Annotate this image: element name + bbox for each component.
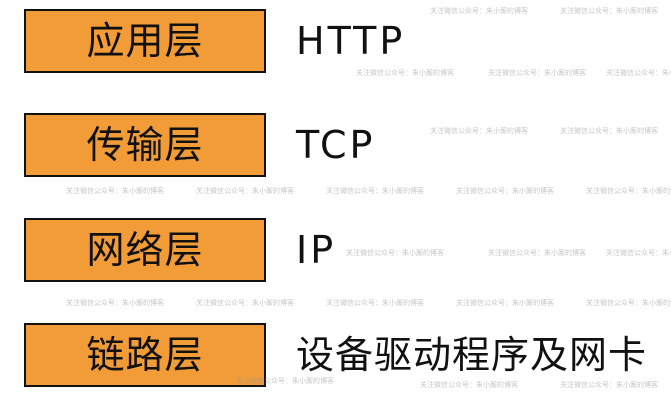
layer-name-application: 应用层 — [86, 19, 204, 63]
watermark-text: 关注微信公众号：朱小厮的博客 — [456, 299, 554, 307]
watermark-text: 关注微信公众号：朱小厮的博客 — [196, 187, 294, 195]
layer-name-network: 网络层 — [86, 228, 204, 272]
layer-box-application: 应用层 — [24, 9, 266, 73]
watermark-text: 关注微信公众号：朱小厮的博客 — [66, 187, 164, 195]
layer-box-transport: 传输层 — [24, 113, 266, 177]
watermark-text: 关注微信公众号：朱小厮的博客 — [196, 299, 294, 307]
watermark-text: 关注微信公众号：朱小厮的博客 — [586, 299, 671, 307]
watermark-text: 关注微信公众号：朱小厮的博客 — [66, 299, 164, 307]
watermark-text: 关注微信公众号：朱小厮的博客 — [456, 187, 554, 195]
watermark-text: 关注微信公众号：朱小厮的博客 — [326, 187, 424, 195]
layer-row-transport: 传输层 TCP — [0, 113, 671, 183]
layer-row-application: 应用层 HTTP — [0, 9, 671, 79]
protocol-application: HTTP — [296, 19, 406, 63]
protocol-network: IP — [296, 228, 337, 272]
watermark-text: 关注微信公众号：朱小厮的博客 — [326, 299, 424, 307]
layer-box-network: 网络层 — [24, 218, 266, 282]
layer-name-link: 链路层 — [86, 333, 204, 377]
layer-row-link: 链路层 设备驱动程序及网卡 — [0, 323, 671, 393]
layer-name-transport: 传输层 — [86, 123, 204, 167]
watermark-text: 关注微信公众号：朱小厮的博客 — [586, 187, 671, 195]
layer-row-network: 网络层 IP — [0, 218, 671, 288]
layer-box-link: 链路层 — [24, 323, 266, 387]
protocol-link: 设备驱动程序及网卡 — [296, 333, 648, 377]
protocol-transport: TCP — [296, 123, 376, 167]
